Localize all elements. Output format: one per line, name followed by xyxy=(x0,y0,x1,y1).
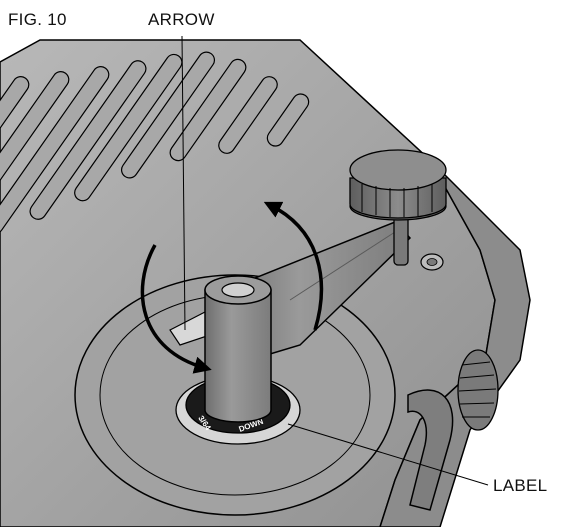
callout-label-text: LABEL xyxy=(493,476,548,495)
rotation-arrow-lower xyxy=(140,244,212,374)
leader-line-label xyxy=(287,423,489,486)
side-handle xyxy=(407,389,454,511)
figure-number: FIG. 10 xyxy=(8,10,67,29)
vent-slots xyxy=(0,51,310,244)
rotation-arrow-upper xyxy=(263,201,324,331)
lever-shaft xyxy=(204,275,272,423)
lever-knob xyxy=(349,149,447,221)
leader-line-arrow xyxy=(181,35,186,331)
housing-side-face xyxy=(379,159,531,527)
callout-arrow-text: ARROW xyxy=(148,10,215,29)
side-ribbed-knob xyxy=(457,349,499,431)
